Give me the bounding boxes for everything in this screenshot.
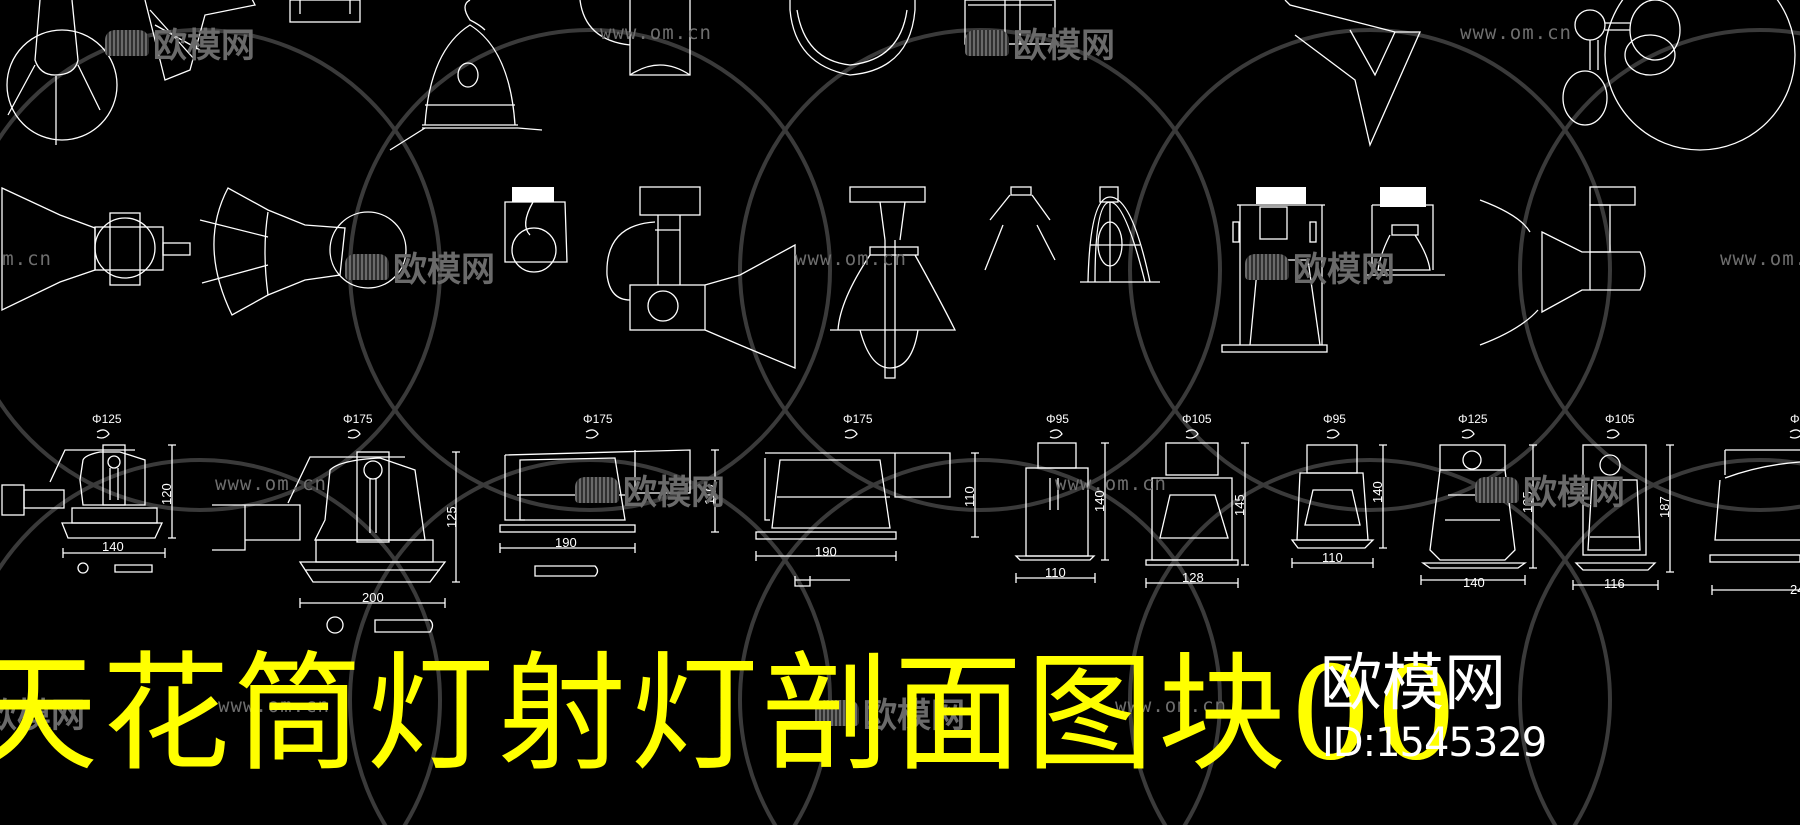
bell-pendant-with-rod-drawing bbox=[830, 186, 957, 379]
section-detail-9-drawing bbox=[1572, 429, 1674, 590]
diameter-label: Φ175 bbox=[343, 412, 373, 426]
watermark-logo: 欧模网 bbox=[345, 242, 495, 291]
width-dimension: 140 bbox=[102, 539, 124, 554]
diameter-label: Φ125 bbox=[1458, 412, 1488, 426]
height-dimension: 145 bbox=[1232, 494, 1247, 516]
width-dimension: 140 bbox=[1463, 575, 1485, 590]
dome-reflector-drawing bbox=[1080, 186, 1160, 283]
watermark-logo: 欧模网 bbox=[0, 696, 85, 736]
spotlight-side-view-1-drawing bbox=[1, 186, 191, 312]
width-dimension: 190 bbox=[815, 544, 837, 559]
section-detail-5-drawing bbox=[1014, 429, 1109, 583]
diameter-label: Φ175 bbox=[843, 412, 873, 426]
recessed-downlight-section-2-drawing bbox=[1365, 187, 1445, 276]
section-detail-7-drawing bbox=[1290, 429, 1387, 568]
diameter-label: Φ105 bbox=[1605, 412, 1635, 426]
sofa-logo-icon bbox=[1245, 253, 1289, 280]
height-dimension: 187 bbox=[1657, 496, 1672, 518]
width-dimension: 110 bbox=[1045, 565, 1066, 580]
watermark-url: www.om.cn bbox=[215, 473, 327, 495]
section-detail-3-drawing bbox=[499, 429, 719, 577]
sofa-logo-icon bbox=[1475, 476, 1519, 503]
watermark-url: www.om.cn bbox=[218, 695, 330, 717]
section-detail-6-drawing bbox=[1145, 429, 1249, 588]
watermark-url: www.om.cn bbox=[600, 22, 712, 44]
section-detail-1-drawing bbox=[1, 429, 176, 574]
track-spot-cluster-drawing bbox=[1562, 0, 1796, 151]
width-dimension: 128 bbox=[1182, 570, 1204, 585]
height-dimension: 125 bbox=[444, 506, 459, 528]
watermark-url: www.om.cn bbox=[0, 248, 52, 270]
sofa-logo-icon bbox=[575, 476, 619, 503]
watermark-logo: 欧模网 bbox=[105, 18, 255, 67]
watermark-url: www.om.cn bbox=[1115, 695, 1227, 717]
height-dimension: 120 bbox=[159, 483, 174, 505]
sofa-logo-icon bbox=[105, 29, 149, 56]
gimbal-spotlight-drawing bbox=[504, 187, 568, 273]
diameter-label: Φ175 bbox=[583, 412, 613, 426]
width-dimension: 190 bbox=[555, 535, 577, 550]
width-dimension: 24 bbox=[1790, 582, 1800, 597]
wall-wash-spotlight-drawing bbox=[1284, 0, 1421, 148]
recessed-can-top-drawing bbox=[289, 0, 361, 23]
sofa-logo-icon bbox=[815, 699, 859, 726]
semicircle-reflector-drawing bbox=[789, 0, 916, 76]
height-dimension: 140 bbox=[1370, 481, 1385, 503]
track-spotlight-drawing bbox=[606, 186, 796, 369]
brand-id: ID:1545329 bbox=[1322, 720, 1547, 766]
watermark-logo: 欧模网 bbox=[1475, 465, 1625, 514]
section-detail-10-drawing bbox=[1709, 429, 1800, 595]
brand-watermark: 欧模网 bbox=[1320, 646, 1507, 719]
track-spotlight-side-drawing bbox=[1479, 186, 1646, 346]
diameter-label: Φ105 bbox=[1182, 412, 1212, 426]
angled-spotlight-drawing bbox=[144, 0, 256, 81]
section-detail-8-drawing bbox=[1420, 429, 1537, 585]
watermark-url: www.om.cn bbox=[1720, 248, 1800, 270]
height-dimension: 110 bbox=[962, 486, 977, 507]
section-detail-4-drawing bbox=[755, 429, 979, 587]
diameter-label: Φ125 bbox=[92, 412, 122, 426]
wall-bracket-lamp-drawing bbox=[579, 0, 691, 76]
diameter-label: Φ125 bbox=[1790, 412, 1800, 426]
sofa-logo-icon bbox=[965, 29, 1009, 56]
bell-pendant-drawing bbox=[389, 0, 543, 151]
watermark-url: www.om.cn bbox=[1055, 473, 1167, 495]
spotlight-side-view-2-drawing bbox=[199, 187, 407, 316]
width-dimension: 200 bbox=[362, 590, 384, 605]
diameter-label: Φ95 bbox=[1046, 412, 1069, 426]
cone-downlight-drawing bbox=[984, 186, 1056, 271]
watermark-url: www.om.cn bbox=[1460, 22, 1572, 44]
watermark-logo: 欧模网 bbox=[1245, 242, 1395, 291]
watermark-url: www.om.cn bbox=[795, 248, 907, 270]
sofa-logo-icon bbox=[345, 253, 389, 280]
watermark-logo: 欧模网 bbox=[815, 688, 965, 737]
section-detail-2-drawing bbox=[212, 429, 460, 634]
width-dimension: 110 bbox=[1322, 550, 1343, 565]
watermark-logo: 欧模网 bbox=[575, 465, 725, 514]
drawing-title: 天花筒灯射灯剖面图块00 bbox=[0, 640, 1461, 789]
watermark-logo: 欧模网 bbox=[965, 18, 1115, 67]
width-dimension: 116 bbox=[1604, 576, 1625, 591]
pendant-cone-lamp-drawing bbox=[6, 0, 118, 145]
diameter-label: Φ95 bbox=[1323, 412, 1346, 426]
